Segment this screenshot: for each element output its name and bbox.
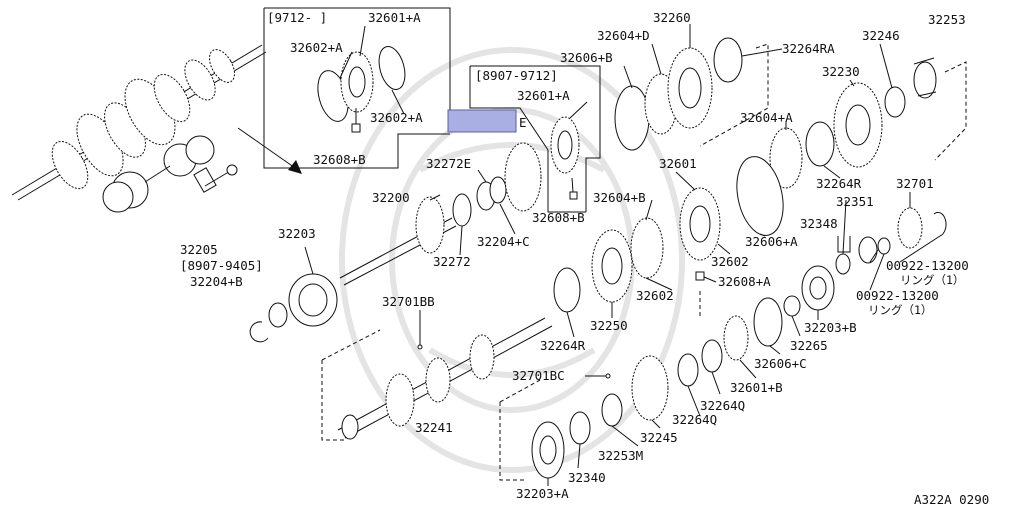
leader-lines (304, 24, 941, 486)
label-32230: 32230 (822, 64, 860, 79)
label-32272: 32272 (433, 254, 471, 269)
label-32205: 32205 (180, 242, 218, 257)
label-32601-a-top: 32601+A (368, 10, 421, 25)
label-32701bc: 32701BC (512, 368, 565, 383)
label-32203: 32203 (278, 226, 316, 241)
label-32264r-1: 32264R (816, 176, 862, 191)
label-32601: 32601 (659, 156, 697, 171)
diagram-code: A322A 0290 (914, 492, 989, 507)
label-32241: 32241 (415, 420, 453, 435)
label-32204-c: 32204+C (477, 234, 530, 249)
label-ring-1: リング（1） (900, 273, 964, 287)
label-32604-d: 32604+D (597, 28, 650, 43)
label-32351: 32351 (836, 194, 874, 209)
label-32264q-2: 32264Q (672, 412, 717, 427)
label-32264r-2: 32264R (540, 338, 586, 353)
label-32602-a-1: 32602+A (290, 40, 343, 55)
highlight-marker: E (447, 109, 527, 133)
label-32203-b: 32203+B (804, 320, 857, 335)
label-bracket-8907-9712: [8907-9712] (475, 68, 558, 83)
label-bracket-8907-9405: [8907-9405] (180, 258, 263, 273)
label-32606-b: 32606+B (560, 50, 613, 65)
assembly-overview (11, 44, 302, 213)
label-32272e: 32272E (426, 156, 471, 171)
label-32608-a: 32608+A (718, 274, 771, 289)
label-32264q-1: 32264Q (700, 398, 745, 413)
label-32264ra: 32264RA (782, 41, 835, 56)
label-32602-1: 32602 (711, 254, 749, 269)
label-32203-a: 32203+A (516, 486, 569, 501)
label-32246: 32246 (862, 28, 900, 43)
label-32340: 32340 (568, 470, 606, 485)
label-32601-b: 32601+B (730, 380, 783, 395)
label-32250: 32250 (590, 318, 628, 333)
label-32253: 32253 (928, 12, 966, 27)
label-32245: 32245 (640, 430, 678, 445)
label-ring-2: リング（1） (868, 303, 932, 317)
label-32260: 32260 (653, 10, 691, 25)
inset-box-9712: [9712- ] (263, 7, 451, 169)
label-32200: 32200 (372, 190, 410, 205)
label-32204-b: 32204+B (190, 274, 243, 289)
label-00922-13200-2: 00922-13200 (856, 288, 939, 303)
inset-box-8907-9712 (469, 65, 601, 213)
label-32608-b-2: 32608+B (532, 210, 585, 225)
label-32608-b-1: 32608+B (313, 152, 366, 167)
counter-shaft-parts (321, 290, 801, 481)
label-32606-c: 32606+C (754, 356, 807, 371)
label-32348: 32348 (800, 216, 838, 231)
highlight-label: E (519, 115, 527, 130)
part-labels: 32601+A 32602+A 32602+A 32608+B [8907-97… (180, 10, 989, 507)
label-00922-13200-1: 00922-13200 (886, 258, 969, 273)
upper-shaft-parts (249, 37, 967, 343)
label-32606-a: 32606+A (745, 234, 798, 249)
label-32265: 32265 (790, 338, 828, 353)
label-32701: 32701 (896, 176, 934, 191)
label-32604-b: 32604+B (593, 190, 646, 205)
label-bracket-9712: [9712- ] (267, 10, 327, 25)
label-32604-a: 32604+A (740, 110, 793, 125)
label-32701bb: 32701BB (382, 294, 435, 309)
label-32602-a-2: 32602+A (370, 110, 423, 125)
label-32601-a-mid: 32601+A (517, 88, 570, 103)
label-32253m: 32253M (598, 448, 643, 463)
label-32602-2: 32602 (636, 288, 674, 303)
